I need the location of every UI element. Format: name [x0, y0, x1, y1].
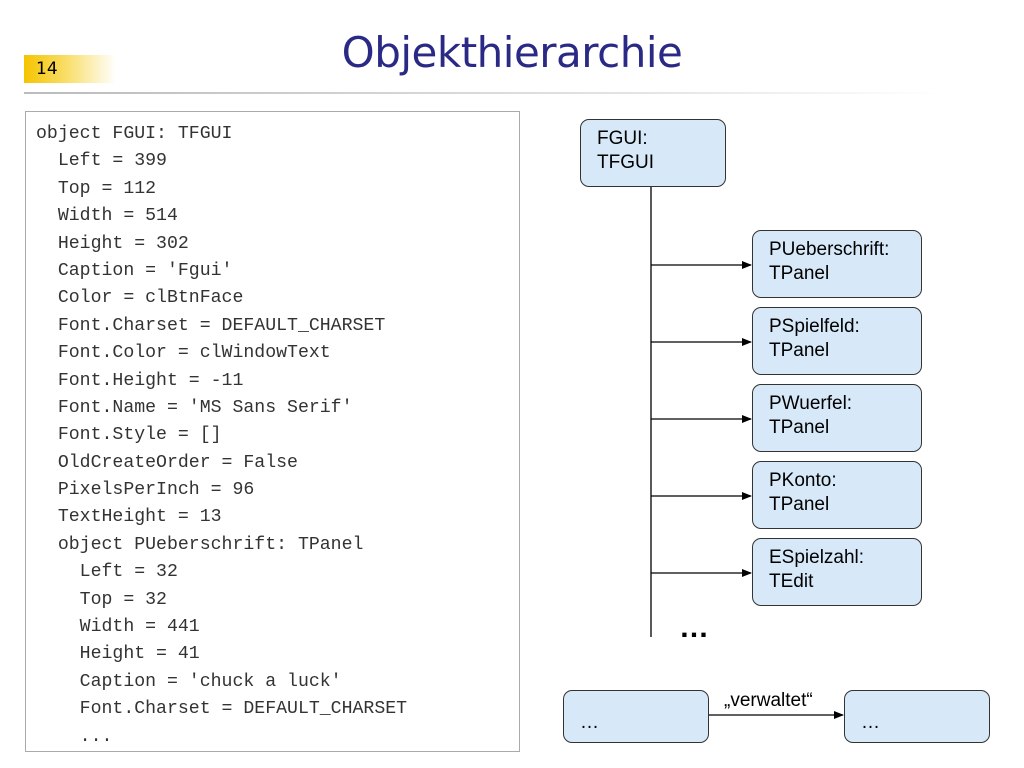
code-line: Font.Charset = DEFAULT_CHARSET	[36, 699, 408, 720]
node-name: PSpielfeld:	[769, 316, 860, 337]
node-child: ESpielzahl: TEdit	[752, 538, 922, 606]
code-line: Top = 32	[36, 589, 167, 610]
node-name: FGUI:	[597, 128, 648, 149]
node-child: PKonto: TPanel	[752, 461, 922, 529]
code-line: Width = 441	[36, 617, 200, 638]
code-listing: object FGUI: TFGUI Left = 399 Top = 112 …	[25, 111, 520, 752]
code-line: Height = 41	[36, 644, 200, 665]
slide-title: Objekthierarchie	[341, 28, 683, 77]
node-type: TPanel	[769, 263, 830, 284]
legend-target-label: …	[861, 712, 880, 733]
code-line: Width = 514	[36, 206, 178, 227]
title-divider	[24, 92, 944, 94]
code-line: Font.Color = clWindowText	[36, 343, 331, 364]
node-name: PUeberschrift:	[769, 239, 890, 260]
code-line: object PUeberschrift: TPanel	[36, 534, 364, 555]
node-type: TFGUI	[597, 152, 654, 173]
code-line: OldCreateOrder = False	[36, 452, 298, 473]
code-line: Left = 399	[36, 151, 167, 172]
code-line: Top = 112	[36, 178, 157, 199]
node-name: ESpielzahl:	[769, 547, 865, 568]
code-line: PixelsPerInch = 96	[36, 480, 255, 501]
node-child: PSpielfeld: TPanel	[752, 307, 922, 375]
code-line: Color = clBtnFace	[36, 288, 244, 309]
slide-number-text: 14	[36, 59, 58, 79]
code-line: Left = 32	[36, 562, 178, 583]
node-name: PWuerfel:	[769, 393, 853, 414]
code-line: TextHeight = 13	[36, 507, 222, 528]
node-root: FGUI: TFGUI	[580, 119, 726, 187]
legend-target-node: …	[844, 690, 990, 743]
code-line: ...	[36, 726, 113, 747]
legend-source-node: …	[563, 690, 709, 743]
code-line: Caption = 'chuck a luck'	[36, 671, 342, 692]
code-line: Font.Charset = DEFAULT_CHARSET	[36, 315, 386, 336]
code-line: Height = 302	[36, 233, 189, 254]
node-name: PKonto:	[769, 470, 837, 491]
slide-number: 14	[24, 55, 116, 83]
node-type: TPanel	[769, 494, 830, 515]
code-line: Font.Height = -11	[36, 370, 244, 391]
legend-source-label: …	[580, 712, 599, 733]
legend-edge-label: „verwaltet“	[724, 690, 813, 711]
node-type: TEdit	[769, 571, 814, 592]
code-line: Caption = 'Fgui'	[36, 260, 233, 281]
more-children-ellipsis: …	[679, 611, 709, 644]
node-child: PWuerfel: TPanel	[752, 384, 922, 452]
code-line: object FGUI: TFGUI	[36, 124, 233, 144]
code-line: Font.Style = []	[36, 425, 222, 446]
node-type: TPanel	[769, 417, 830, 438]
code-text: object FGUI: TFGUI Left = 399 Top = 112 …	[36, 121, 407, 751]
code-line: Font.Name = 'MS Sans Serif'	[36, 397, 353, 418]
node-type: TPanel	[769, 340, 830, 361]
node-child: PUeberschrift: TPanel	[752, 230, 922, 298]
